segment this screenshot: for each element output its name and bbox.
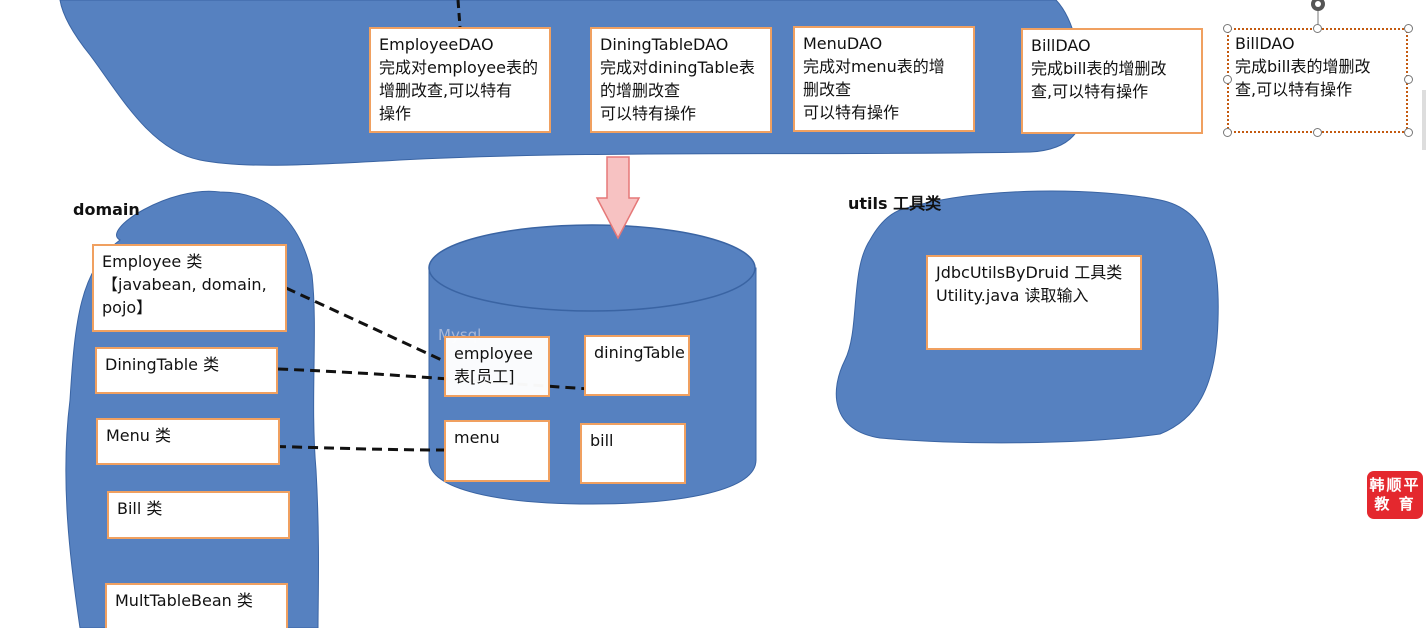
resize-handle[interactable] (1223, 75, 1232, 84)
bill-dao-box-copy[interactable]: BillDAO 完成bill表的增删改 查,可以特有操作 (1235, 34, 1371, 99)
employee-class-box[interactable]: Employee 类 【javabean, domain, pojo】 (92, 244, 287, 332)
menu-class-box[interactable]: Menu 类 (96, 418, 280, 465)
right-edge-strip (1422, 90, 1426, 150)
resize-handle[interactable] (1313, 128, 1322, 137)
resize-handle[interactable] (1404, 128, 1413, 137)
relation-employee (285, 286, 447, 364)
resize-handle[interactable] (1404, 24, 1413, 33)
bill-class-box[interactable]: Bill 类 (107, 491, 290, 539)
logo-line2: 教 育 (1374, 495, 1416, 513)
bill-table-box[interactable]: bill (580, 423, 686, 484)
employee-table-box[interactable]: employee 表[员工] (444, 336, 550, 397)
resize-handle[interactable] (1223, 24, 1232, 33)
relation-diningtable (277, 367, 591, 391)
down-arrow-icon (595, 156, 641, 240)
logo-line1: 韩顺平 (1369, 476, 1421, 494)
employee-dao-box[interactable]: EmployeeDAO 完成对employee表的 增删改查,可以特有 操作 (369, 27, 551, 133)
brand-logo: 韩顺平 教 育 (1367, 471, 1423, 519)
utils-content-box[interactable]: JdbcUtilsByDruid 工具类 Utility.java 读取输入 (926, 255, 1142, 350)
menu-dao-box[interactable]: MenuDAO 完成对menu表的增 删改查 可以特有操作 (793, 26, 975, 132)
bill-dao-box[interactable]: BillDAO 完成bill表的增删改 查,可以特有操作 (1021, 28, 1203, 134)
relation-menu (259, 444, 445, 452)
resize-handle[interactable] (1404, 75, 1413, 84)
menu-table-box[interactable]: menu (444, 420, 550, 482)
resize-handle[interactable] (1313, 24, 1322, 33)
connector-line (456, 0, 462, 28)
diningtable-class-box[interactable]: DiningTable 类 (95, 347, 278, 394)
diningtable-dao-box[interactable]: DiningTableDAO 完成对diningTable表 的增删改查 可以特… (590, 27, 772, 133)
diningtable-table-box[interactable]: diningTable (584, 335, 690, 396)
mysql-cylinder-top (428, 224, 756, 312)
resize-handle[interactable] (1223, 128, 1232, 137)
utils-label: utils 工具类 (848, 194, 942, 213)
multtablebean-class-box[interactable]: MultTableBean 类 (105, 583, 288, 628)
domain-label: domain (73, 200, 140, 219)
rotate-handle-icon[interactable] (1311, 0, 1325, 28)
